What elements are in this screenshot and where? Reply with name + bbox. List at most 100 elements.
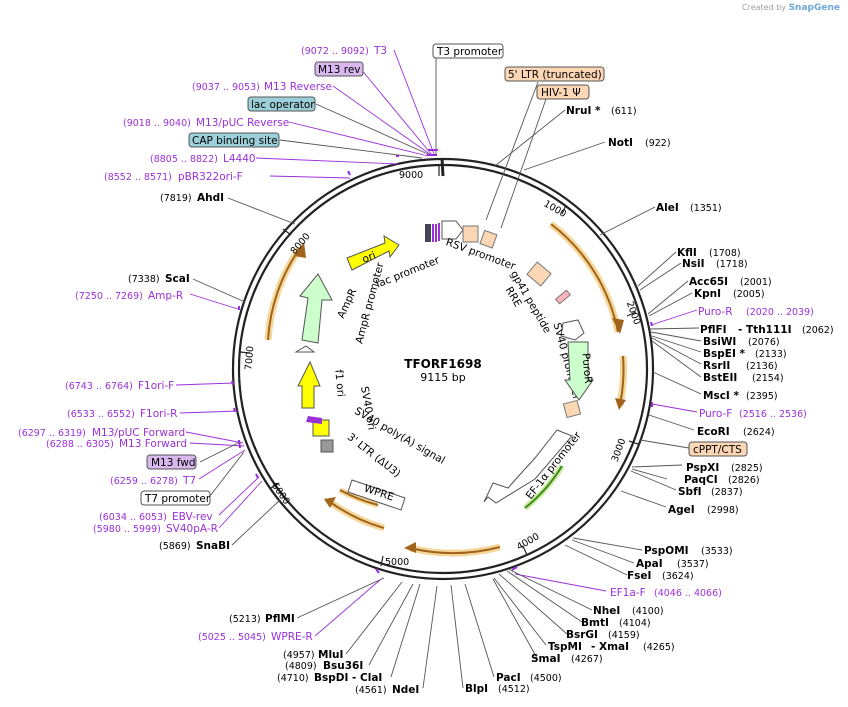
enzyme-pspomi-pos: (3533)	[701, 546, 733, 557]
enzyme-bsrgi: BsrGI	[566, 629, 598, 641]
box-m13-fwd: M13 fwd	[151, 457, 196, 469]
enzyme-mlui: MluI	[318, 649, 343, 661]
primer-sv40pa-r-pos: (5980 .. 5999)	[93, 524, 161, 535]
feature-ampr-arrow	[299, 273, 333, 344]
box-cppt-cts: cPPT/CTS	[693, 444, 742, 456]
enzyme-noti-pos: (922)	[645, 138, 671, 149]
enzyme-clai: - ClaI	[352, 672, 382, 684]
primer-m13puc-reverse-pos: (9018 .. 9040)	[123, 118, 191, 129]
box-cap-binding-site: CAP binding site	[192, 135, 278, 147]
primer-t7-pos: (6259 .. 6278)	[110, 476, 178, 487]
plasmid-name: TFORF1698	[404, 357, 481, 371]
enzyme-tth111i-pos: (2062)	[802, 325, 834, 336]
primer-wpre-r: WPRE-R	[271, 631, 313, 643]
enzyme-snabi-pos: (5869)	[159, 541, 191, 552]
enzyme-paci-pos: (4500)	[530, 673, 562, 684]
enzyme-mlui-pos: (4957)	[283, 650, 315, 661]
primer-labels: T3 (9072 .. 9092) M13 Reverse (9037 .. 9…	[18, 45, 814, 643]
enzyme-acc65i-pos: (2001)	[740, 277, 772, 288]
enzyme-sbfi: SbfI	[678, 486, 702, 498]
enzyme-tspmi: TspMI	[548, 641, 582, 653]
primer-t7: T7	[182, 475, 196, 487]
enzyme-bsiwi-pos: (2076)	[748, 337, 780, 348]
snapgene-credit: Created by SnapGene	[742, 3, 840, 13]
enzyme-rsrii-pos: (2136)	[746, 361, 778, 372]
enzyme-scai: ScaI	[165, 273, 190, 285]
enzyme-nsii-pos: (1718)	[716, 259, 748, 270]
primer-ebv-rev-pos: (6034 .. 6053)	[99, 512, 167, 523]
tick-marks	[239, 157, 639, 567]
enzyme-ecori: EcoRI	[697, 426, 730, 438]
enzyme-kfli: KflI	[677, 247, 697, 259]
enzyme-rsrii: RsrII	[703, 360, 730, 372]
enzyme-bspdi: BspDI	[314, 672, 348, 684]
enzyme-ecori-pos: (2624)	[743, 427, 775, 438]
enzyme-kpni-pos: (2005)	[733, 289, 765, 300]
enzyme-bspei: BspEI *	[703, 348, 746, 360]
tick-2000: 2000	[624, 300, 643, 326]
enzyme-xmai-pos: (4265)	[643, 642, 675, 653]
enzyme-fsei: FseI	[627, 570, 651, 582]
enzyme-nrui-pos: (611)	[611, 106, 637, 117]
enzyme-pflmi: PflMI	[265, 613, 295, 625]
primer-m13puc-reverse: M13/pUC Reverse	[196, 117, 289, 129]
enzyme-msci-pos: (2395)	[746, 391, 778, 402]
box-hiv1-psi: HIV-1 Ψ	[541, 87, 581, 99]
enzyme-ndei-pos: (4561)	[355, 685, 387, 696]
primer-sv40pa-r: SV40pA-R	[166, 523, 218, 535]
primer-puro-r: Puro-R	[698, 306, 733, 318]
primer-t3-pos: (9072 .. 9092)	[301, 46, 369, 57]
orf-arcs	[264, 221, 627, 557]
tick-5000: 5000	[385, 557, 409, 568]
feature-sv40-promoter-arrow	[560, 319, 585, 341]
tick-6000: 6000	[269, 481, 292, 507]
feature-rre-block	[526, 261, 552, 287]
feature-puror-arrow	[564, 341, 594, 401]
enzyme-bsteii-pos: (2154)	[752, 373, 784, 384]
enzyme-nsii: NsiI	[682, 258, 705, 270]
primer-wpre-r-pos: (5025 .. 5045)	[198, 632, 266, 643]
primer-l4440: L4440	[223, 153, 256, 165]
primer-f1ori-r-pos: (6533 .. 6552)	[67, 409, 135, 420]
credit-prefix: Created by	[742, 3, 787, 12]
enzyme-ahdi-pos: (7819)	[160, 193, 192, 204]
primer-ebv-rev: EBV-rev	[172, 511, 213, 523]
feature-label-ampr-promoter: AmpR promoter	[353, 261, 386, 345]
box-5ltr: 5' LTR (truncated)	[508, 69, 602, 81]
enzyme-ndei: NdeI	[392, 684, 419, 696]
enzyme-fsei-pos: (3624)	[662, 571, 694, 582]
leader-lines	[175, 49, 702, 689]
primer-ef1a-f-pos: (4046 .. 4066)	[654, 588, 722, 599]
enzyme-bsrgi-pos: (4159)	[608, 630, 640, 641]
primer-puro-f-pos: (2516 .. 2536)	[739, 409, 807, 420]
enzyme-paqci: PaqCI	[684, 474, 718, 486]
primer-f1ori-f-pos: (6743 .. 6764)	[65, 381, 133, 392]
enzyme-nhei: NheI	[593, 605, 620, 617]
primer-puro-f: Puro-F	[699, 408, 732, 420]
enzyme-apai: ApaI	[636, 558, 663, 570]
enzyme-bspdi-pos: (4710)	[277, 673, 309, 684]
tick-1000: 1000	[542, 198, 568, 220]
primer-f1ori-r: F1ori-R	[140, 408, 177, 420]
enzyme-agei: AgeI	[668, 504, 695, 516]
feature-label-lac-promoter: lac promoter	[374, 254, 441, 291]
boxed-labels: T3 promoter M13 rev lac operator CAP bin…	[140, 43, 748, 506]
enzyme-tth111i: - Tth111I	[738, 324, 792, 336]
enzyme-pspomi: PspOMI	[644, 545, 689, 557]
enzyme-agei-pos: (2998)	[707, 505, 739, 516]
feature-label-puror: PuroR	[579, 353, 594, 385]
plasmid-center: TFORF1698 9115 bp	[404, 357, 481, 384]
box-t3-promoter: T3 promoter	[436, 46, 503, 58]
primer-amp-r-pos: (7250 .. 7269)	[75, 291, 143, 302]
primer-amp-r: Amp-R	[148, 290, 183, 302]
enzyme-labels: NruI * (611) NotI (922) AleI (1351) KflI…	[128, 105, 834, 696]
feature-wpre-block	[347, 479, 406, 511]
primer-m13puc-forward-pos: (6297 .. 6319)	[18, 428, 86, 439]
enzyme-snabi: SnaBI	[196, 540, 230, 552]
enzyme-nhei-pos: (4100)	[632, 606, 664, 617]
primer-pbr322ori-f: pBR322ori-F	[178, 171, 243, 183]
enzyme-pflmi-pos: (5213)	[229, 614, 261, 625]
primer-pbr322ori-f-pos: (8552 .. 8571)	[104, 172, 172, 183]
primer-markers	[231, 149, 653, 574]
